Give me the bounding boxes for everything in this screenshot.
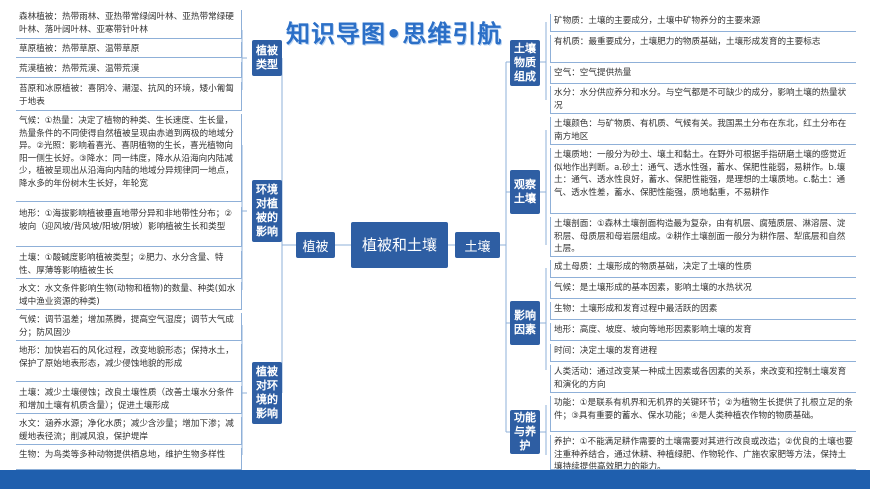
leaf-desert-vegetation: 荒漠植被：热带荒漠、温带荒漠 (16, 62, 242, 78)
category-influencing-factors: 影响因素 (510, 301, 540, 345)
leaf-soil-care: 养护：①不能满足耕作需要的土壤需要对其进行改良或改造；②优良的土壤也要注重种养结… (550, 435, 856, 470)
central-topic: 植被和土壤 (351, 222, 448, 268)
leaf-soil-profile: 土壤剖面：①森林土壤剖面构造最为复杂，由有机层、腐殖质层、淋溶层、淀积层、母质层… (550, 217, 856, 257)
leaf-soil-functions: 功能：①是联系有机界和无机界的关键环节；②为植物生长提供了扎根立足的条件；③具有… (550, 396, 856, 432)
leaf-biology-regulation: 生物：为鸟类等多种动物提供栖息地，维护生物多样性 (16, 448, 242, 470)
leaf-soil-regulation: 土壤：减少土壤侵蚀；改良土壤性质（改善土壤水分条件和增加土壤有机质含量）；促进土… (16, 386, 242, 414)
leaf-terrain-factor: 地形：高度、坡度、坡向等地形因素影响土壤的发育 (550, 323, 856, 341)
leaf-water: 水分：水分供应养分和水分。与空气都是不可缺少的成分，影响土壤的热量状况 (550, 86, 856, 114)
leaf-landform-regulation: 地形：加快岩石的风化过程，改变地貌形态；保持水土，保护了原始地表形态，减少侵蚀地… (16, 344, 242, 382)
leaf-hydrology-effect: 水文：水文条件影响生物(动物和植物)的数量、种类(如水域中渔业资源的种类) (16, 282, 242, 310)
category-vegetation-effect-on-environment: 植被对环境的影响 (252, 362, 282, 424)
leaf-parent-material: 成土母质：土壤形成的物质基础，决定了土壤的性质 (550, 260, 856, 278)
leaf-soil-color: 土壤颜色：与矿物质、有机质、气候有关。我国黑土分布在东北，红土分布在南方地区 (550, 117, 856, 145)
leaf-human-factor: 人类活动：通过改变某一种成土因素或各因素的关系，来改变和控制土壤发育和演化的方向 (550, 365, 856, 393)
category-function-and-care: 功能与养护 (510, 410, 540, 454)
leaf-climate-regulation: 气候：调节温差；增加蒸腾，提高空气湿度；调节大气成分；防风固沙 (16, 313, 242, 341)
leaf-organic-matter: 有机质：最重要成分，土壤肥力的物质基础，土壤形成发育的主要标志 (550, 35, 856, 63)
soil-hub: 土壤 (455, 232, 500, 258)
leaf-soil-texture: 土壤质地：一般分为砂土、壤土和黏土。在野外可根据手指研磨土壤的感觉近似地作出判断… (550, 148, 856, 214)
category-observe-soil: 观察土壤 (510, 170, 540, 214)
leaf-climate-factor: 气候：是土壤形成的基本因素，影响土壤的水热状况 (550, 281, 856, 299)
page-title: 知识导图•思维引航 (286, 20, 503, 48)
leaf-climate-effect: 气候：①热量：决定了植物的种类、生长速度、生长量，热量条件的不同使得自然植被呈现… (16, 114, 242, 202)
leaf-grassland-vegetation: 草原植被：热带草原、温带草原 (16, 42, 242, 58)
leaf-forest-vegetation: 森林植被：热带雨林、亚热带常绿阔叶林、亚热带常绿硬叶林、落叶阔叶林、亚寒带针叶林 (16, 10, 242, 39)
vegetation-hub: 植被 (296, 232, 335, 258)
leaf-water-regulation: 水文：涵养水源；净化水质；减少含沙量；增加下渗；减缓地表径流；削减风浪，保护堤岸 (16, 417, 242, 445)
leaf-soil-effect: 土壤：①酸碱度影响植被类型；②肥力、水分含量、特性、厚薄等影响植被生长 (16, 251, 242, 279)
category-vegetation-types: 植被类型 (252, 40, 282, 76)
leaf-tundra-vegetation: 苔原和冰原植被：喜阴冷、潮湿、抗风的环境，矮小匍匐于地表 (16, 82, 242, 111)
leaf-air: 空气：空气提供热量 (550, 66, 856, 84)
bottom-bar (0, 470, 870, 489)
leaf-minerals: 矿物质：土壤的主要成分，土壤中矿物养分的主要来源 (550, 14, 856, 32)
leaf-biology-factor: 生物：土壤形成和发育过程中最活跃的因素 (550, 302, 856, 320)
category-soil-composition: 土壤物质组成 (510, 40, 540, 86)
category-environment-effect-on-vegetation: 环境对植被的影响 (252, 180, 282, 242)
leaf-time-factor: 时间：决定土壤的发育进程 (550, 344, 856, 362)
leaf-terrain-effect: 地形：①海拔影响植被垂直地带分异和非地带性分布；②坡向（迎风坡/背风坡/阳坡/阴… (16, 207, 242, 247)
